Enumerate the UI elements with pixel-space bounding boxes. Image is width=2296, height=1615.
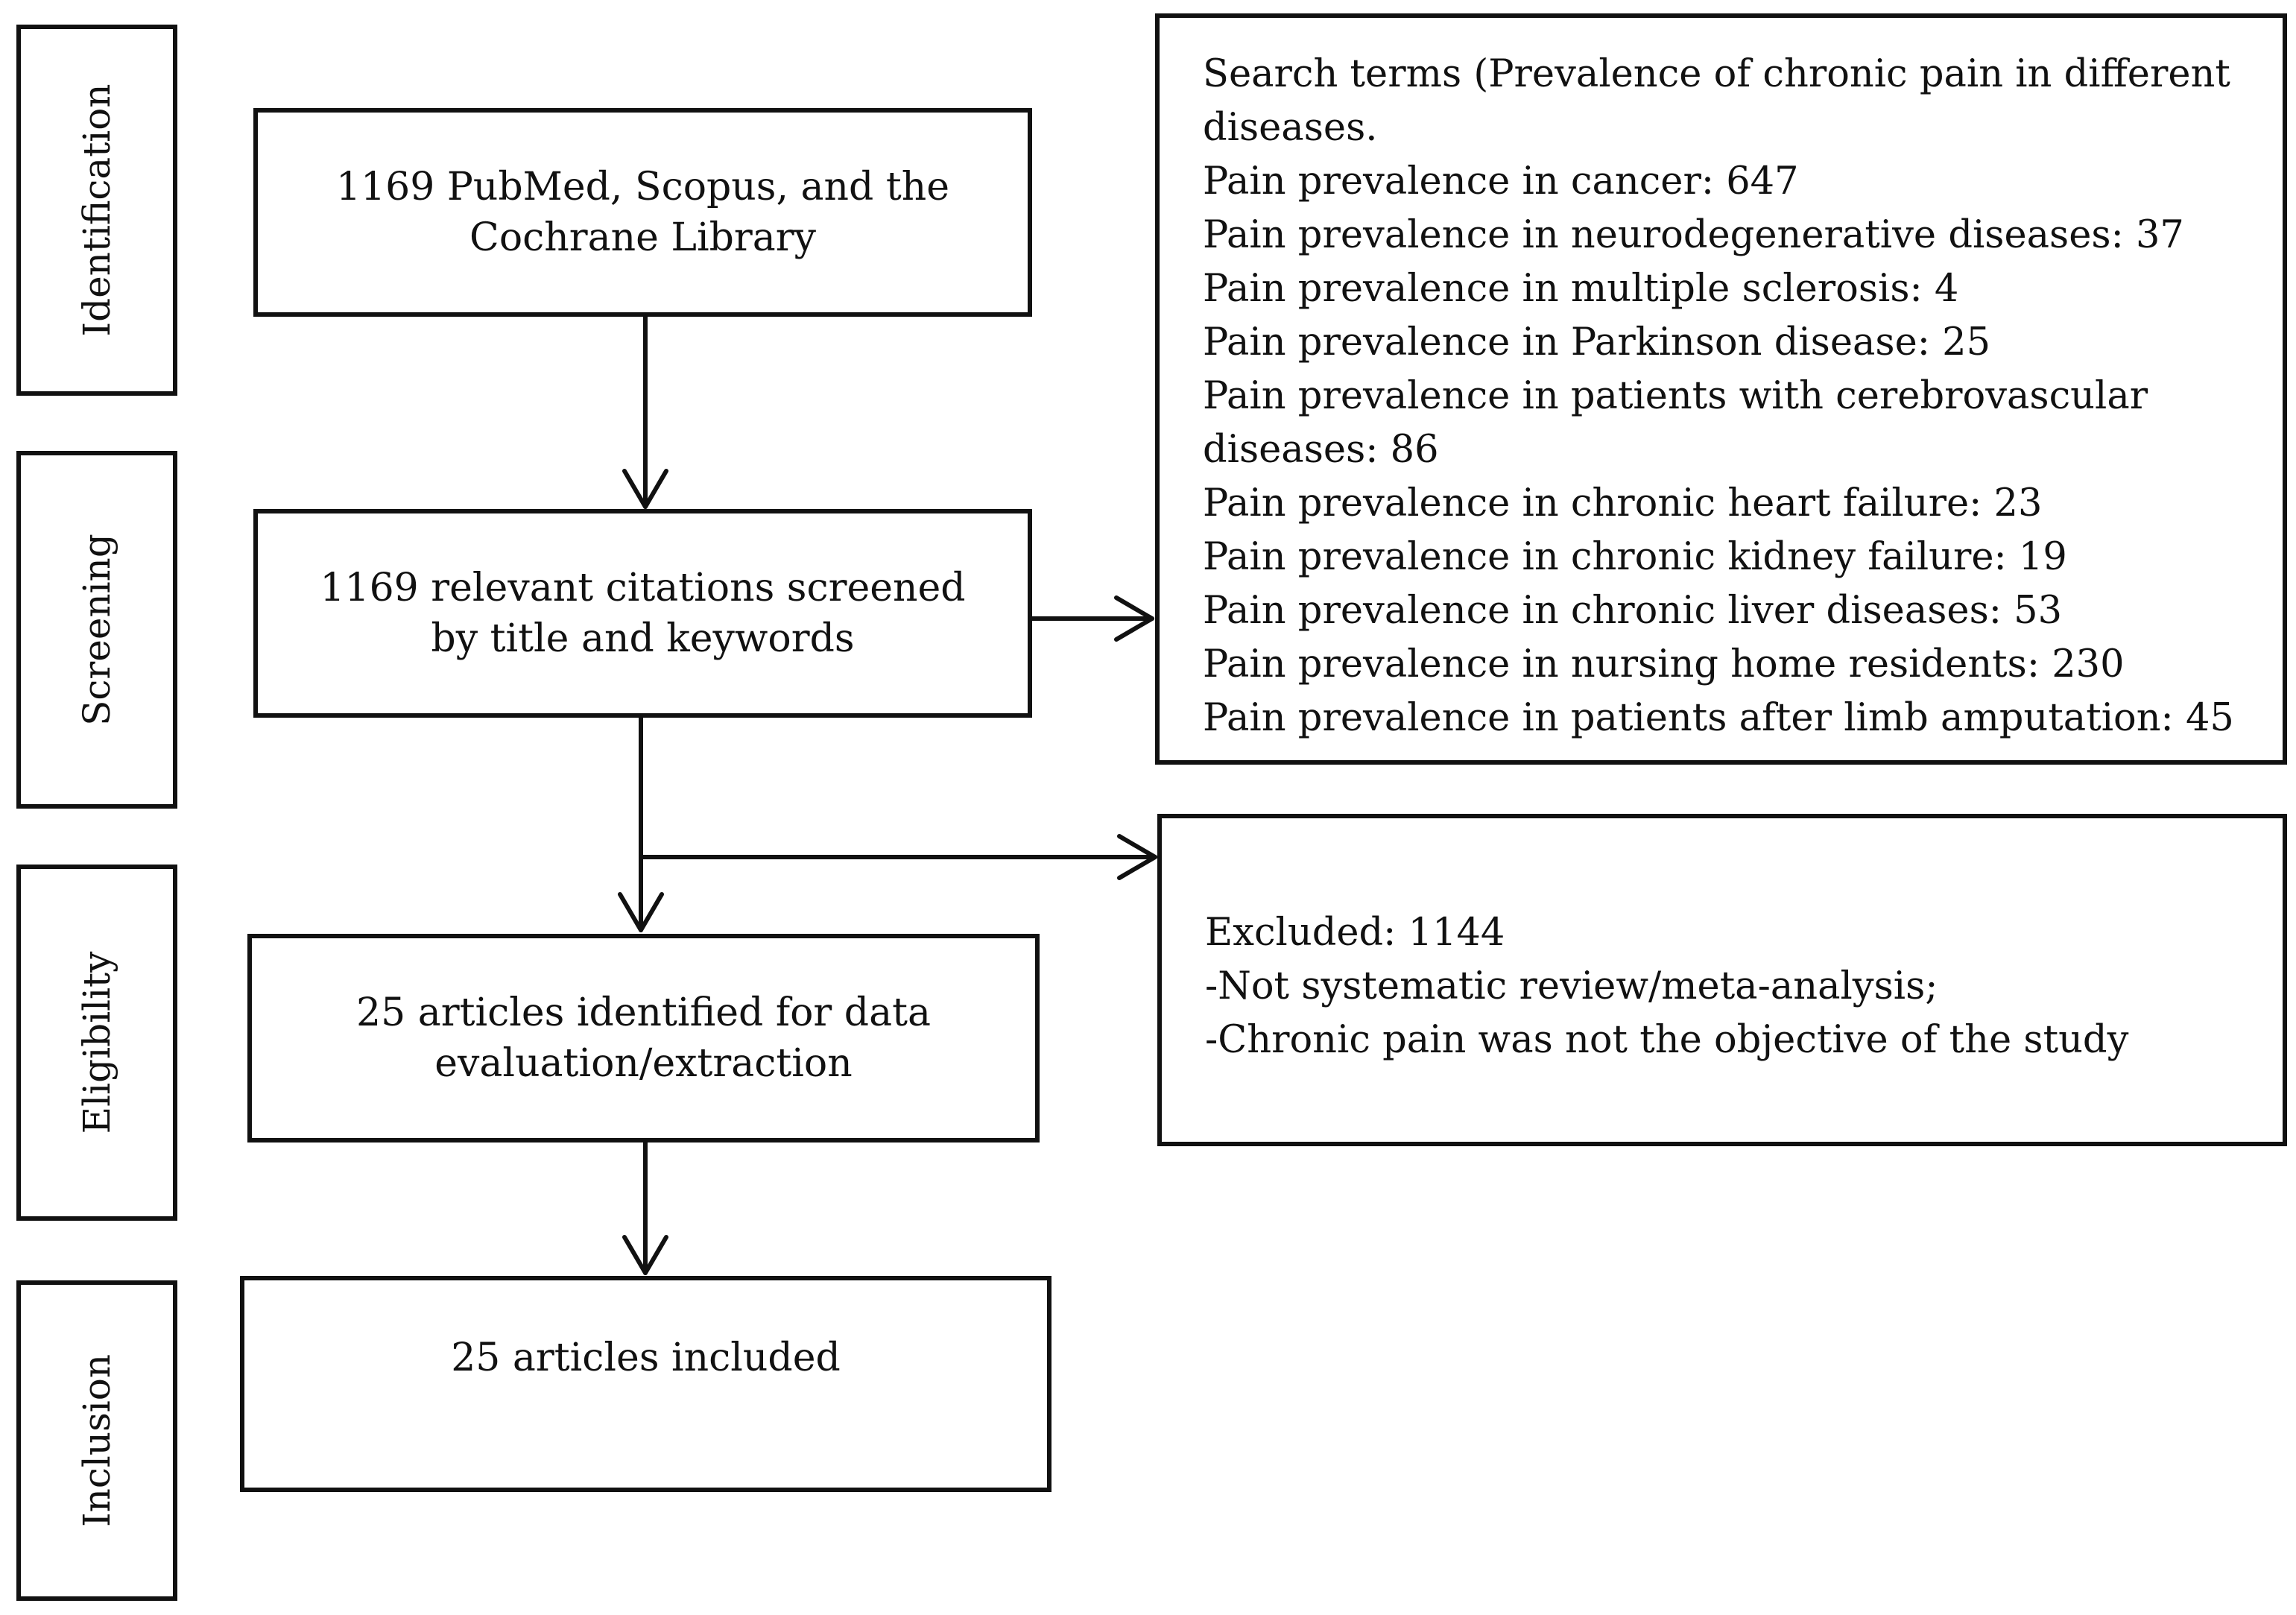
inclusion-line-1: 25 articles included (451, 1336, 841, 1380)
search-terms-line: Pain prevalence in nursing home resident… (1203, 642, 2125, 686)
search-terms-line: Pain prevalence in patients with cerebro… (1203, 374, 2148, 418)
screening-box: 1169 relevant citations screened by titl… (253, 509, 1032, 718)
search-terms-box: Search terms (Prevalence of chronic pain… (1155, 13, 2287, 765)
screening-line-1: 1169 relevant citations screened (320, 566, 966, 610)
stage-identification: Identification (16, 25, 177, 396)
search-terms-line: Pain prevalence in Parkinson disease: 25 (1203, 320, 1991, 364)
search-terms-line: Pain prevalence in chronic liver disease… (1203, 589, 2063, 633)
excluded-line: -Not systematic review/meta-analysis; (1205, 964, 1938, 1008)
arrowhead-excluded (1117, 834, 1157, 880)
arrowhead-inclusion (622, 1235, 668, 1275)
stage-screening: Screening (16, 451, 177, 809)
inclusion-box: 25 articles included (240, 1276, 1051, 1492)
search-terms-line: Pain prevalence in neurodegenerative dis… (1203, 213, 2184, 257)
search-terms-line: diseases: 86 (1203, 428, 1439, 472)
identification-line-2: Cochrane Library (469, 215, 816, 260)
stage-eligibility: Eligibility (16, 865, 177, 1221)
arrowhead-search-terms (1114, 595, 1154, 642)
eligibility-line-2: evaluation/extraction (434, 1041, 853, 1086)
search-terms-line: Pain prevalence in multiple sclerosis: 4 (1203, 267, 1959, 311)
eligibility-box: 25 articles identified for data evaluati… (247, 934, 1040, 1142)
excluded-box: Excluded: 1144 -Not systematic review/me… (1157, 814, 2287, 1146)
search-terms-line: Search terms (Prevalence of chronic pain… (1203, 52, 2230, 96)
eligibility-line-1: 25 articles identified for data (356, 990, 931, 1035)
search-terms-line: Pain prevalence in patients after limb a… (1203, 696, 2234, 740)
search-terms-line: Pain prevalence in cancer: 647 (1203, 159, 1799, 203)
screening-line-2: by title and keywords (431, 616, 855, 661)
search-terms-line: Pain prevalence in chronic kidney failur… (1203, 535, 2067, 579)
stage-inclusion: Inclusion (16, 1280, 177, 1601)
identification-box: 1169 PubMed, Scopus, and the Cochrane Li… (253, 108, 1032, 317)
excluded-line: Excluded: 1144 (1205, 911, 1505, 955)
arrowhead-screening (622, 469, 668, 509)
search-terms-line: Pain prevalence in chronic heart failure… (1203, 481, 2043, 525)
excluded-line: -Chronic pain was not the objective of t… (1205, 1018, 2129, 1062)
identification-line-1: 1169 PubMed, Scopus, and the (335, 165, 950, 209)
search-terms-line: diseases. (1203, 106, 1378, 150)
arrowhead-eligibility (618, 892, 664, 932)
